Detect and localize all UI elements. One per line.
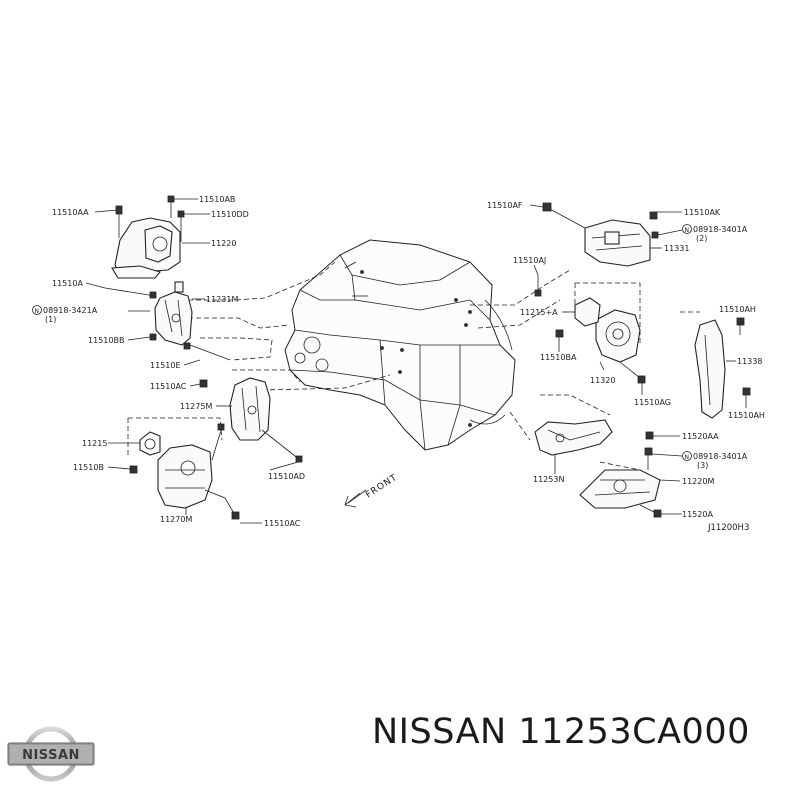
- svg-text:N: N: [685, 454, 690, 461]
- callout-11275M: 11275M: [180, 402, 212, 411]
- callout-08918-3401A-lower: 08918-3401A: [693, 452, 748, 461]
- callout-11510DD: 11510DD: [211, 210, 249, 219]
- callout-qty-3: (3): [697, 461, 708, 470]
- bracket-11338: [694, 317, 751, 419]
- callout-11331: 11331: [664, 244, 689, 253]
- callout-11510AC-lower: 11510AC: [264, 519, 301, 528]
- callout-11510B: 11510B: [73, 463, 104, 472]
- svg-text:N: N: [685, 227, 690, 234]
- callout-11510A: 11510A: [52, 279, 83, 288]
- front-direction-indicator: FRONT: [344, 473, 400, 508]
- callout-11520A: 11520A: [682, 510, 713, 519]
- nissan-logo-icon: NISSAN: [7, 726, 95, 782]
- callout-11220M: 11220M: [682, 477, 714, 486]
- callout-11520AA: 11520AA: [682, 432, 719, 441]
- callout-11253N: 11253N: [533, 475, 564, 484]
- part-number-label: NISSAN 11253CA000: [372, 712, 750, 752]
- callout-11270M: 11270M: [160, 515, 192, 524]
- bracket-11231M: [104, 281, 231, 361]
- bracket-11275M: [199, 377, 303, 463]
- callout-11510AF: 11510AF: [487, 201, 523, 210]
- bracket-11253N: [534, 419, 654, 456]
- callout-11510AB: 11510AB: [199, 195, 235, 204]
- callout-11215: 11215: [82, 439, 107, 448]
- front-label: FRONT: [364, 473, 399, 501]
- callout-leaders: [85, 198, 747, 524]
- callout-11510BB: 11510BB: [88, 336, 124, 345]
- mount-11220M: [579, 447, 662, 518]
- circled-n-markers: N N N: [32, 224, 692, 461]
- callout-11510AG: 11510AG: [634, 398, 671, 407]
- callout-11320: 11320: [590, 376, 615, 385]
- callout-11338: 11338: [737, 357, 762, 366]
- callout-11220: 11220: [211, 239, 236, 248]
- callout-qty-2: (2): [696, 234, 707, 243]
- callout-11510AH-upper: 11510AH: [719, 305, 756, 314]
- callout-08918-3401A-upper: 08918-3401A: [693, 225, 748, 234]
- callout-qty-1: (1): [45, 315, 56, 324]
- mount-11331: [534, 202, 659, 297]
- callout-11231M: 11231M: [206, 295, 238, 304]
- callout-11215-A: 11215+A: [520, 308, 558, 317]
- callout-11510AJ: 11510AJ: [513, 256, 546, 265]
- callout-08918-3421A: 08918-3421A: [43, 306, 98, 315]
- callout-11510AC-upper: 11510AC: [150, 382, 187, 391]
- callout-11510BA: 11510BA: [540, 353, 577, 362]
- diagram-code: J11200H3: [707, 523, 749, 533]
- nissan-logo-text: NISSAN: [22, 748, 80, 763]
- mount-11220: [111, 195, 185, 279]
- engine-block: [284, 239, 516, 451]
- callout-11510AA: 11510AA: [52, 208, 89, 217]
- callout-labels: 11510AA 11510AB 11510DD 11220 11510A 112…: [43, 195, 765, 533]
- callout-11510AD: 11510AD: [268, 472, 305, 481]
- callout-11510E: 11510E: [150, 361, 181, 370]
- mount-11320: [555, 297, 646, 384]
- mount-11270M: [129, 423, 240, 520]
- callout-11510AK: 11510AK: [684, 208, 721, 217]
- svg-text:N: N: [35, 308, 40, 315]
- callout-11510AH-lower: 11510AH: [728, 411, 765, 420]
